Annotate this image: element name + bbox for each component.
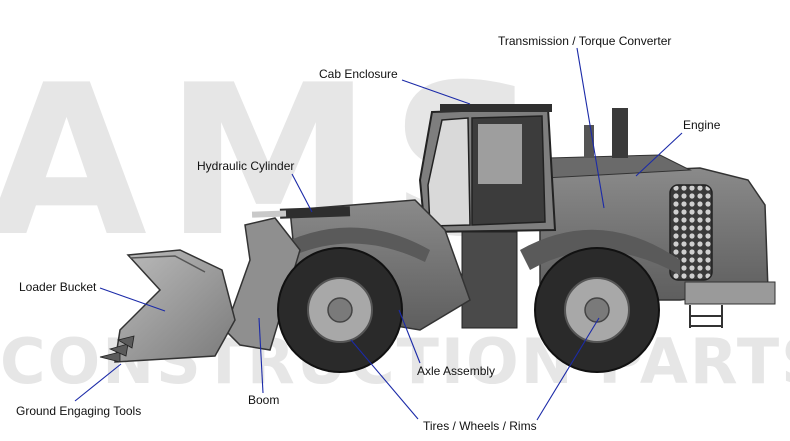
leader-line-axle-assembly	[398, 309, 421, 364]
engine-grill	[669, 184, 713, 281]
exhaust-stack	[612, 108, 628, 158]
label-boom: Boom	[248, 393, 280, 407]
leader-lines	[74, 47, 683, 421]
bucket-inner-lip	[129, 255, 206, 273]
rear-counterweight	[684, 281, 776, 305]
label-axle-assembly: Axle Assembly	[417, 364, 496, 378]
hydraulic-cylinder-rod	[251, 210, 287, 218]
label-loader-bucket: Loader Bucket	[19, 280, 97, 294]
label-cab-enclosure: Cab Enclosure	[319, 67, 398, 81]
label-hydraulic-cylinder: Hydraulic Cylinder	[197, 159, 295, 173]
leader-line-loader-bucket	[99, 287, 166, 312]
cab-door-glass	[478, 124, 522, 184]
rear-fender	[520, 229, 680, 275]
wheel-loader-illustration	[99, 104, 776, 373]
front-fender	[270, 227, 430, 262]
rear-ladder	[689, 305, 723, 328]
leader-line-ground-engaging-tools	[74, 363, 122, 402]
leader-line-cab-enclosure	[401, 79, 471, 105]
leader-line-engine	[635, 132, 683, 177]
leader-line-transmission	[576, 47, 605, 209]
rear-hub	[584, 297, 610, 323]
bucket-teeth	[99, 335, 135, 363]
loader-bucket-shape	[114, 249, 236, 363]
cab-roof	[440, 104, 552, 112]
label-ground-engaging-tools: Ground Engaging Tools	[16, 404, 142, 418]
leader-line-boom	[258, 317, 264, 394]
cab-windshield	[427, 117, 471, 227]
leader-line-hydraulic-cylinder	[291, 173, 313, 213]
front-hub	[327, 297, 353, 323]
label-tires-wheels-rims: Tires / Wheels / Rims	[423, 419, 537, 433]
air-intake	[584, 125, 594, 158]
leader-line-tires-left	[350, 339, 419, 420]
boom-arm	[224, 217, 301, 351]
label-transmission: Transmission / Torque Converter	[498, 34, 672, 48]
label-engine: Engine	[683, 118, 721, 132]
hydraulic-cylinder-body	[279, 206, 351, 219]
cab-steps	[461, 231, 518, 329]
leader-line-tires-right	[536, 317, 600, 421]
